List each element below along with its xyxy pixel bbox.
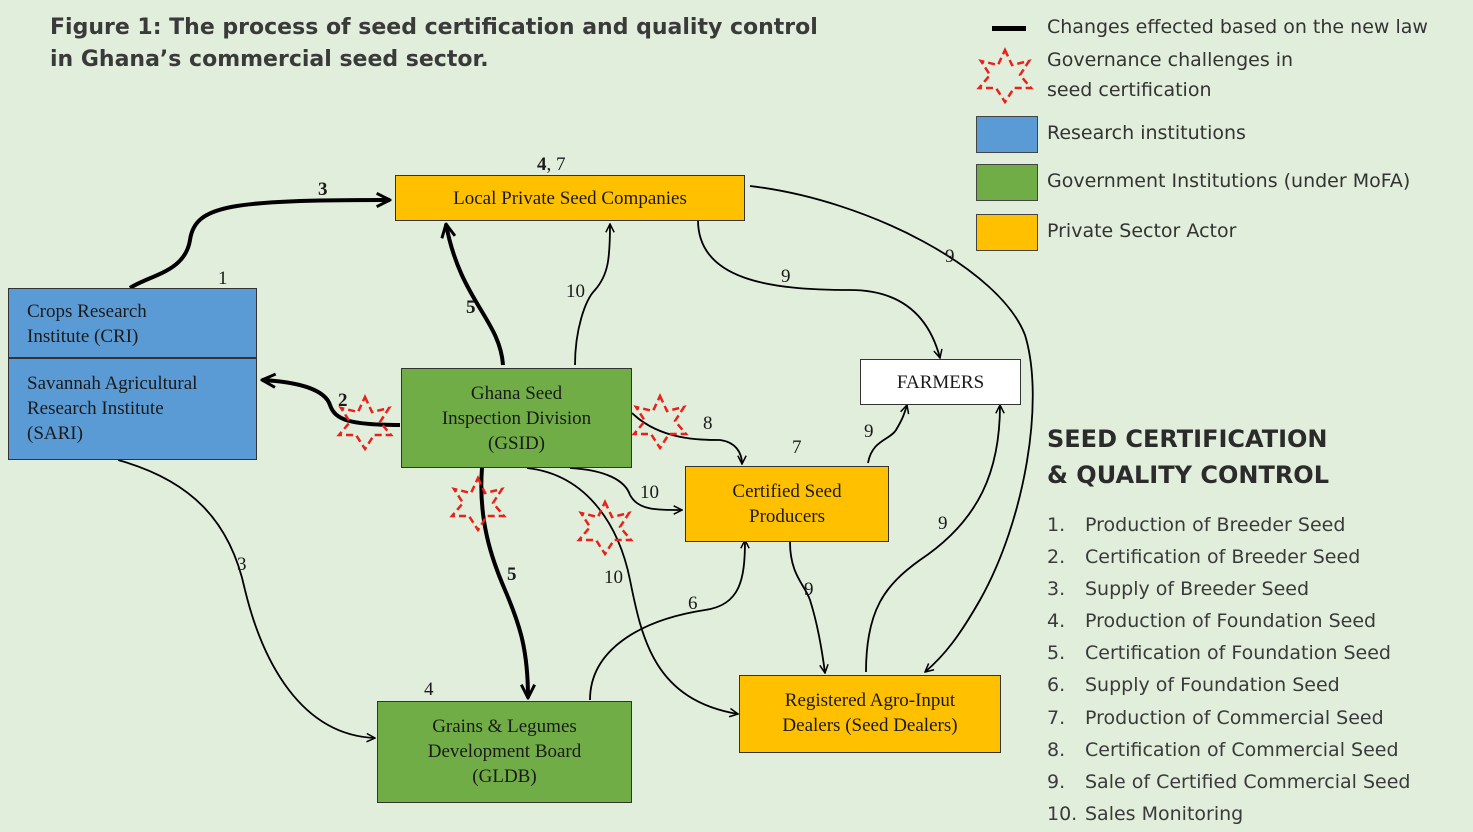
arrow-label: 9 [938, 513, 948, 534]
steps-list: 1.Production of Breeder Seed 2.Certifica… [1047, 511, 1411, 832]
node-cri-line2: Institute (CRI) [27, 326, 139, 347]
node-farmers-label: FARMERS [896, 372, 985, 393]
arrow-label: 9 [781, 266, 791, 287]
figure-title-line2: in Ghana’s commercial seed sector. [50, 47, 489, 72]
node-sari-line3: (SARI) [27, 423, 83, 444]
arrow-gsid-to-gldb [479, 467, 528, 698]
list-item: 2.Certification of Breeder Seed [1047, 546, 1361, 569]
arrow-label: 5 [507, 564, 517, 585]
node-step-label: 4, 7 [537, 154, 566, 176]
arrow-dealers-to-farmers [865, 405, 1000, 673]
figure-title: Figure 1: The process of seed certificat… [50, 12, 910, 76]
legend-label-private: Private Sector Actor [1047, 220, 1237, 242]
list-item: 7.Production of Commercial Seed [1047, 706, 1384, 729]
node-gsid: Ghana Seed Inspection Division (GSID) [401, 368, 632, 468]
node-dealers-line2: Dealers (Seed Dealers) [782, 715, 958, 736]
arrow-label: 8 [703, 413, 713, 434]
arrow-label: 9 [804, 579, 814, 600]
node-step-label: 4 [424, 679, 434, 700]
node-gsid-line1: Ghana Seed [470, 383, 563, 404]
legend-item-private: Private Sector Actor [970, 214, 1470, 254]
arrow-label: 6 [688, 593, 698, 614]
arrow-gsid-to-certified [631, 412, 742, 464]
list-item: 5.Certification of Foundation Seed [1047, 642, 1391, 665]
node-gldb-line2: Development Board [427, 741, 582, 762]
node-step-rest: , 7 [546, 154, 566, 175]
arrow-label: 3 [318, 179, 328, 200]
node-step-bold: 4 [537, 154, 547, 175]
legend-label-law-changes: Changes effected based on the new law [1047, 16, 1428, 38]
node-step-label: 7 [792, 437, 802, 458]
legend-item-law-changes: Changes effected based on the new law [970, 12, 1470, 52]
list-item: 6.Supply of Foundation Seed [1047, 674, 1340, 697]
list-item: 1.Production of Breeder Seed [1047, 514, 1346, 536]
government-swatch [976, 164, 1038, 201]
node-dealers-line1: Registered Agro-Input [784, 690, 956, 711]
list-item: 3.Supply of Breeder Seed [1047, 578, 1310, 601]
legend-label-governance-2: seed certification [1047, 79, 1212, 101]
arrow-label: 3 [237, 554, 247, 575]
arrow-sari-to-gldb [117, 459, 375, 738]
node-gldb-line1: Grains & Legumes [432, 716, 577, 737]
arrow-local-to-farmers [697, 219, 940, 358]
challenge-star-icon [576, 499, 634, 557]
node-sari-line2: Research Institute [27, 398, 164, 419]
list-item: 4.Production of Foundation Seed [1047, 610, 1377, 633]
node-sari: Savannah Agricultural Research Institute… [8, 358, 257, 460]
section-heading-line1: SEED CERTIFICATION [1047, 425, 1328, 453]
node-local-private-label: Local Private Seed Companies [453, 188, 687, 209]
node-gsid-line2: Inspection Division [441, 408, 592, 429]
arrow-certified-to-dealers [789, 541, 825, 673]
node-certified-line1: Certified Seed [732, 481, 842, 502]
arrow-gldb-to-certified [589, 540, 745, 701]
list-item: 8.Certification of Commercial Seed [1047, 738, 1399, 761]
arrow-label: 5 [466, 297, 476, 318]
challenge-star-icon [336, 394, 394, 452]
node-cri-line1: Crops Research [27, 301, 147, 322]
legend-label-research: Research institutions [1047, 122, 1246, 144]
challenge-star-icon [976, 47, 1034, 105]
list-item: 9.Sale of Certified Commercial Seed [1047, 770, 1411, 793]
legend-label-government: Government Institutions (under MoFA) [1047, 170, 1411, 192]
node-certified-line2: Producers [749, 506, 825, 527]
node-agro-dealers: Registered Agro-Input Dealers (Seed Deal… [739, 675, 1001, 753]
node-step-label: 1 [218, 268, 228, 289]
research-swatch [976, 116, 1038, 153]
arrow-gsid-to-research [262, 380, 401, 427]
private-swatch [976, 214, 1038, 251]
node-sari-line1: Savannah Agricultural [27, 373, 198, 394]
arrow-label: 9 [864, 421, 874, 442]
node-gldb-line3: (GLDB) [472, 766, 537, 787]
section-heading: SEED CERTIFICATION & QUALITY CONTROL [1047, 421, 1329, 493]
legend-item-government: Government Institutions (under MoFA) [970, 164, 1470, 204]
list-item: 10.Sales Monitoring [1047, 802, 1244, 825]
arrow-gsid-to-local [446, 224, 505, 366]
arrow-cri-to-local [128, 200, 390, 290]
node-gsid-line3: (GSID) [488, 433, 545, 454]
arrow-gsid-to-local-thin [574, 224, 610, 366]
arrow-label: 2 [338, 390, 348, 411]
node-certified-producers: Certified Seed Producers [685, 466, 889, 542]
arrow-label: 10 [640, 482, 659, 503]
arrow-local-to-dealers [749, 185, 1034, 672]
arrow-label: 9 [945, 246, 955, 267]
arrow-gsid-to-certified-10 [569, 467, 682, 510]
node-farmers: FARMERS [860, 359, 1021, 405]
arrow-label: 10 [604, 567, 623, 588]
node-local-private: Local Private Seed Companies [395, 175, 745, 221]
arrow-gsid-to-dealers [526, 467, 738, 714]
legend-item-research: Research institutions [970, 116, 1470, 156]
figure-title-line1: Figure 1: The process of seed certificat… [50, 15, 818, 40]
legend-item-governance: Governance challenges in seed certificat… [970, 45, 1470, 111]
challenge-star-icon [631, 393, 689, 451]
section-heading-line2: & QUALITY CONTROL [1047, 461, 1329, 489]
node-gldb: Grains & Legumes Development Board (GLDB… [377, 701, 632, 803]
node-cri: Crops Research Institute (CRI) [8, 288, 257, 358]
arrow-label: 10 [566, 281, 585, 302]
arrow-certified-to-farmers [867, 405, 907, 464]
thick-line-icon [992, 26, 1026, 31]
legend-label-governance-1: Governance challenges in [1047, 49, 1294, 71]
challenge-star-icon [449, 475, 507, 533]
